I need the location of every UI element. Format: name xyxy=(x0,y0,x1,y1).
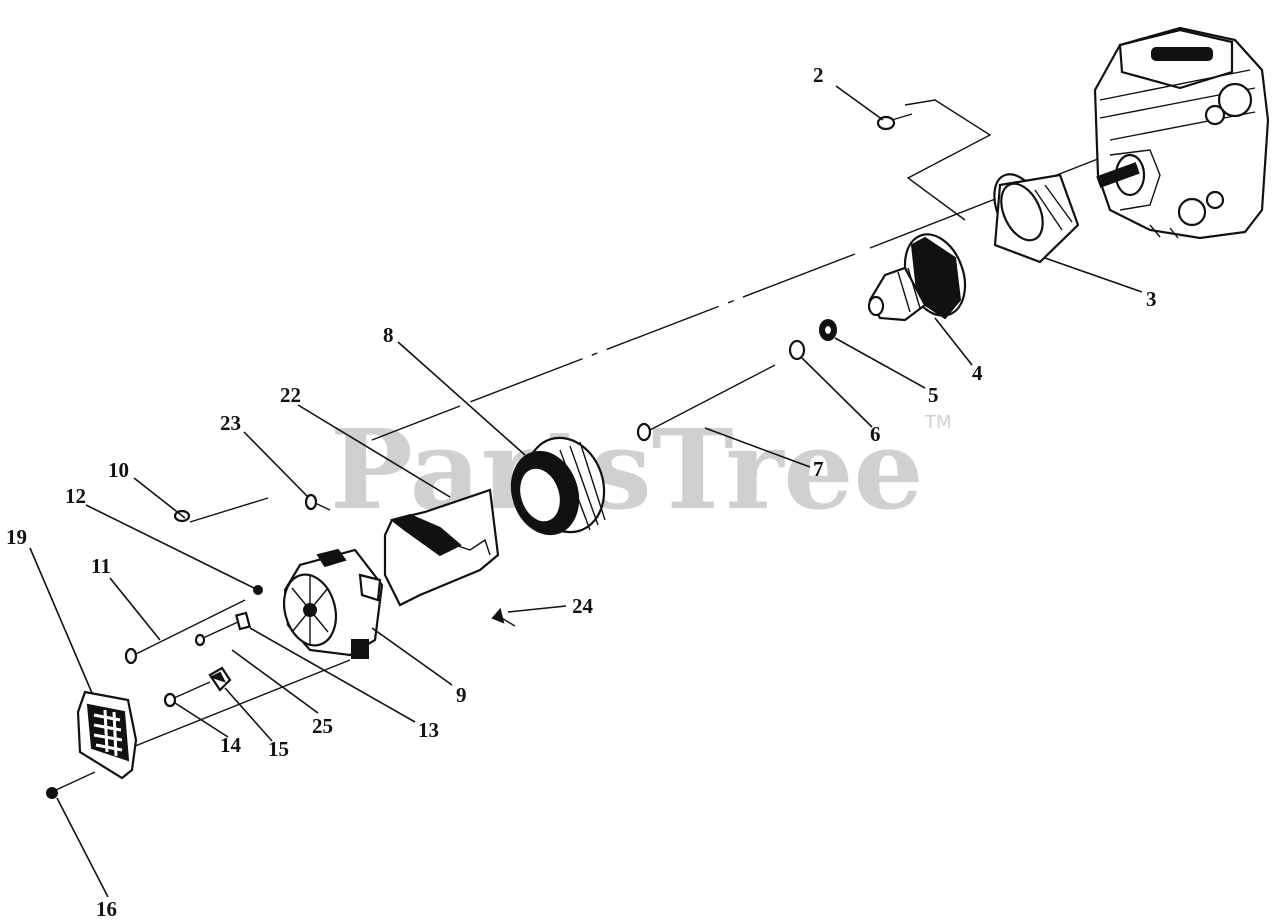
part-25-bolt xyxy=(194,621,239,647)
callout-10: 10 xyxy=(108,458,129,482)
part-4-rotor xyxy=(867,233,967,322)
watermark-tm: TM xyxy=(924,412,952,433)
part-24-screw xyxy=(491,607,516,627)
callout-19: 19 xyxy=(6,525,27,549)
part-11-long-bolt xyxy=(124,599,246,665)
callout-6: 6 xyxy=(870,422,881,446)
part-12-nut xyxy=(253,585,263,595)
assembly-axis xyxy=(99,154,1109,761)
part-16-screw xyxy=(46,771,96,799)
callout-8: 8 xyxy=(383,323,394,347)
callout-labels: 2 3 4 5 6 7 8 9 10 11 12 13 14 15 16 19 … xyxy=(6,63,1157,921)
part-9-end-housing xyxy=(283,548,384,659)
callout-3: 3 xyxy=(1146,287,1157,311)
callout-22: 22 xyxy=(280,383,301,407)
part-15-clip xyxy=(208,666,232,692)
part-3-housing xyxy=(993,173,1080,264)
callout-2: 2 xyxy=(813,63,824,87)
callout-14: 14 xyxy=(220,733,242,757)
callout-23: 23 xyxy=(220,411,241,435)
part-2-screw xyxy=(876,99,992,221)
callout-5: 5 xyxy=(928,383,939,407)
callout-11: 11 xyxy=(91,554,111,578)
callout-4: 4 xyxy=(972,361,983,385)
part-13-bracket xyxy=(235,611,251,631)
callout-25: 25 xyxy=(312,714,333,738)
callout-13: 13 xyxy=(418,718,439,742)
engine-body xyxy=(1093,26,1270,240)
callout-12: 12 xyxy=(65,484,86,508)
part-7-through-bolt xyxy=(636,364,776,442)
callout-9: 9 xyxy=(456,683,467,707)
part-14-screw xyxy=(163,681,211,708)
callout-15: 15 xyxy=(268,737,289,761)
callout-24: 24 xyxy=(572,594,594,618)
part-23-screw xyxy=(304,493,331,511)
part-22-shield xyxy=(383,488,500,607)
part-6-washer xyxy=(788,339,806,361)
part-8-stator xyxy=(510,436,606,536)
leader-lines xyxy=(29,85,1143,898)
part-19-grille xyxy=(76,690,138,780)
callout-7: 7 xyxy=(813,457,824,481)
part-5-nut-hole xyxy=(822,323,834,337)
callout-16: 16 xyxy=(96,897,117,921)
